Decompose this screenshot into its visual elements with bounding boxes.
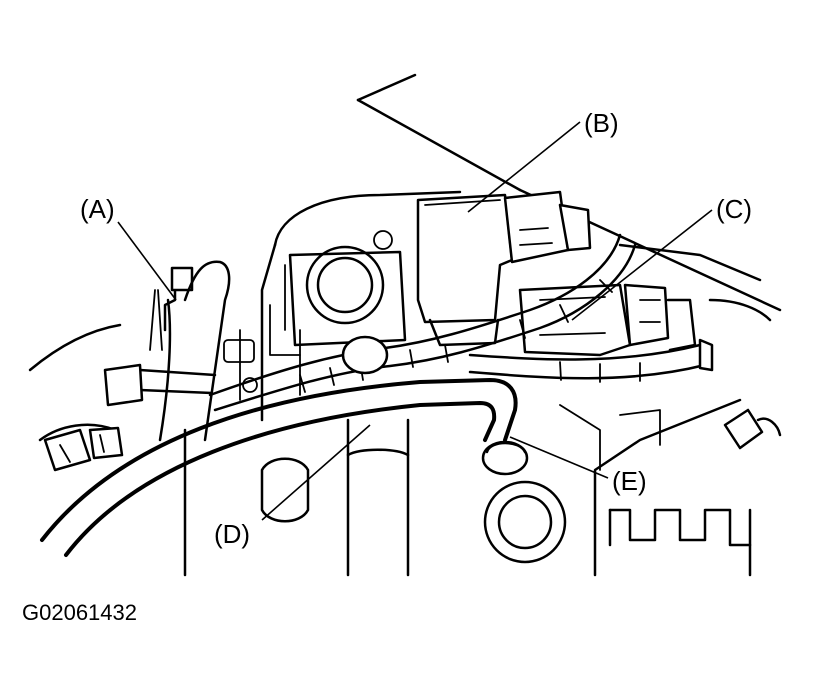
left-fittings (28, 323, 124, 472)
callout-label-a: (A) (80, 194, 115, 224)
connector-block-c (518, 283, 697, 357)
intake-port (284, 245, 407, 347)
callout-label-b: (B) (584, 108, 619, 138)
wiring-harness (208, 233, 714, 412)
leader-line-d (261, 424, 371, 521)
leader-line-a (117, 221, 177, 301)
callout-label-e: (E) (612, 466, 647, 496)
leader-line-c (571, 209, 713, 321)
leader-line-e (509, 436, 609, 479)
sensor-right (723, 408, 782, 450)
callout-label-c: (C) (716, 194, 752, 224)
hose-a (103, 260, 231, 442)
figure-id: G02061432 (22, 600, 137, 625)
callout-label-d: (D) (214, 519, 250, 549)
solenoid-valve-b (416, 190, 592, 347)
hose-e (40, 378, 529, 557)
lower-engine (260, 404, 752, 577)
leader-line-b (467, 121, 581, 213)
pipe-d (346, 418, 410, 577)
